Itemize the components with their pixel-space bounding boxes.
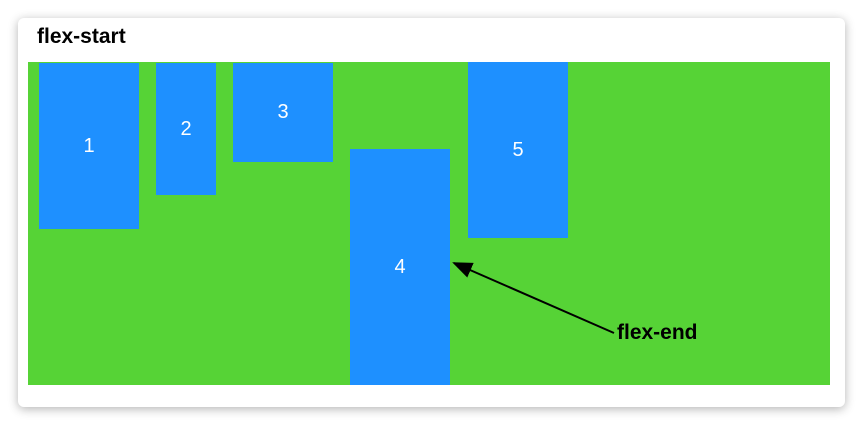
flex-item-1: 1	[39, 63, 139, 229]
flex-item-4: 4	[350, 149, 450, 385]
flex-item-5: 5	[468, 62, 568, 238]
flex-item-3: 3	[233, 63, 333, 162]
title-flex-start: flex-start	[37, 25, 126, 48]
flex-item-2: 2	[156, 63, 216, 195]
annotation-flex-end: flex-end	[617, 321, 698, 344]
